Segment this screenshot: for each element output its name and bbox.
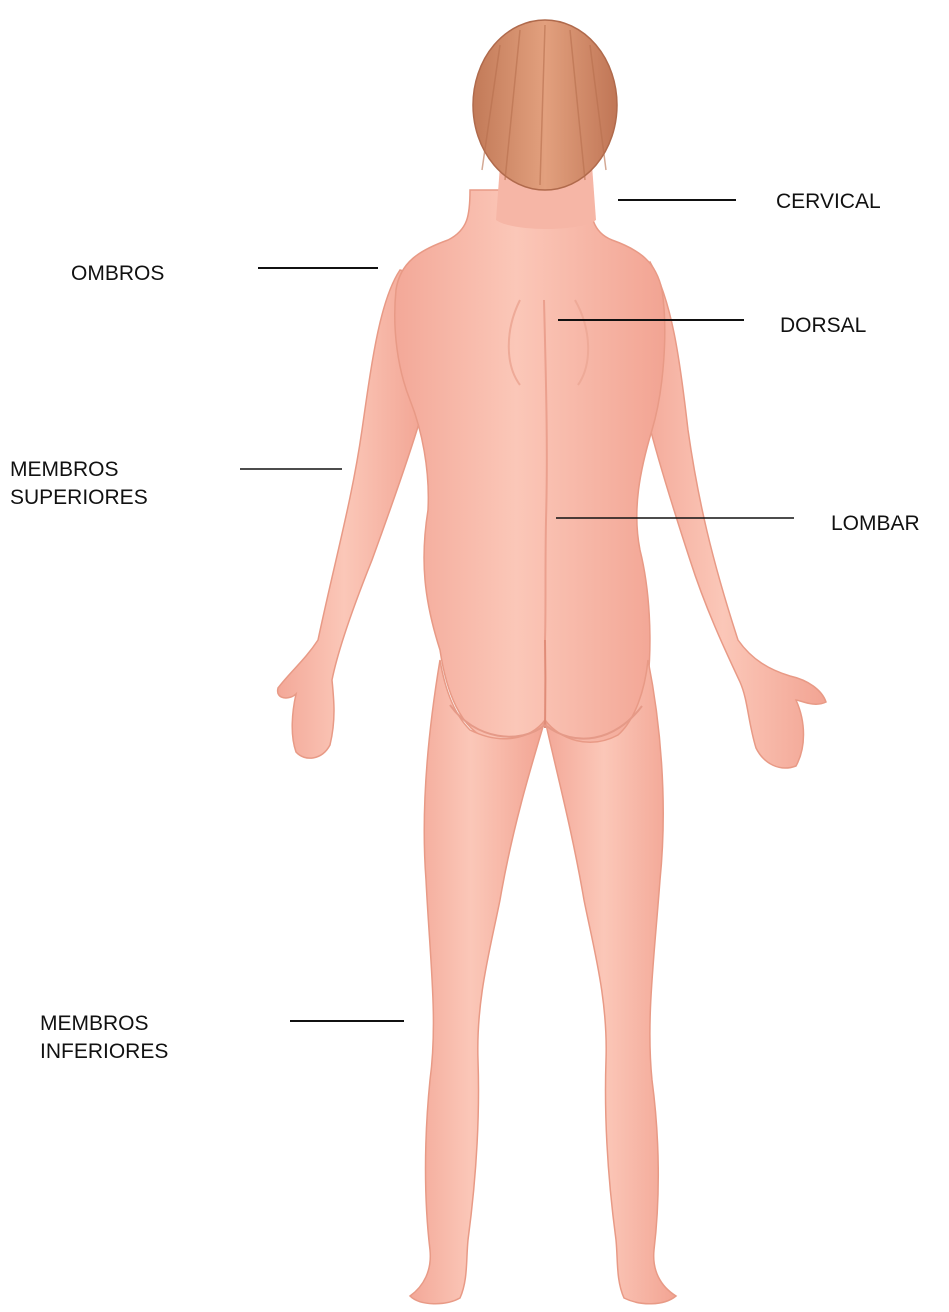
membros-superiores-line2: SUPERIORES [10, 484, 148, 512]
dorsal-label: DORSAL [780, 312, 866, 340]
membros-inferiores-label: MEMBROS INFERIORES [40, 1010, 168, 1066]
ombros-label: OMBROS [71, 260, 164, 288]
membros-inferiores-line2: INFERIORES [40, 1038, 168, 1066]
membros-superiores-label: MEMBROS SUPERIORES [10, 456, 148, 512]
right-leg [545, 660, 676, 1304]
left-leg [410, 660, 545, 1304]
torso [395, 190, 665, 748]
cervical-label: CERVICAL [776, 188, 881, 216]
membros-inferiores-line1: MEMBROS [40, 1010, 168, 1038]
lombar-label: LOMBAR [831, 510, 920, 538]
membros-superiores-line1: MEMBROS [10, 456, 148, 484]
